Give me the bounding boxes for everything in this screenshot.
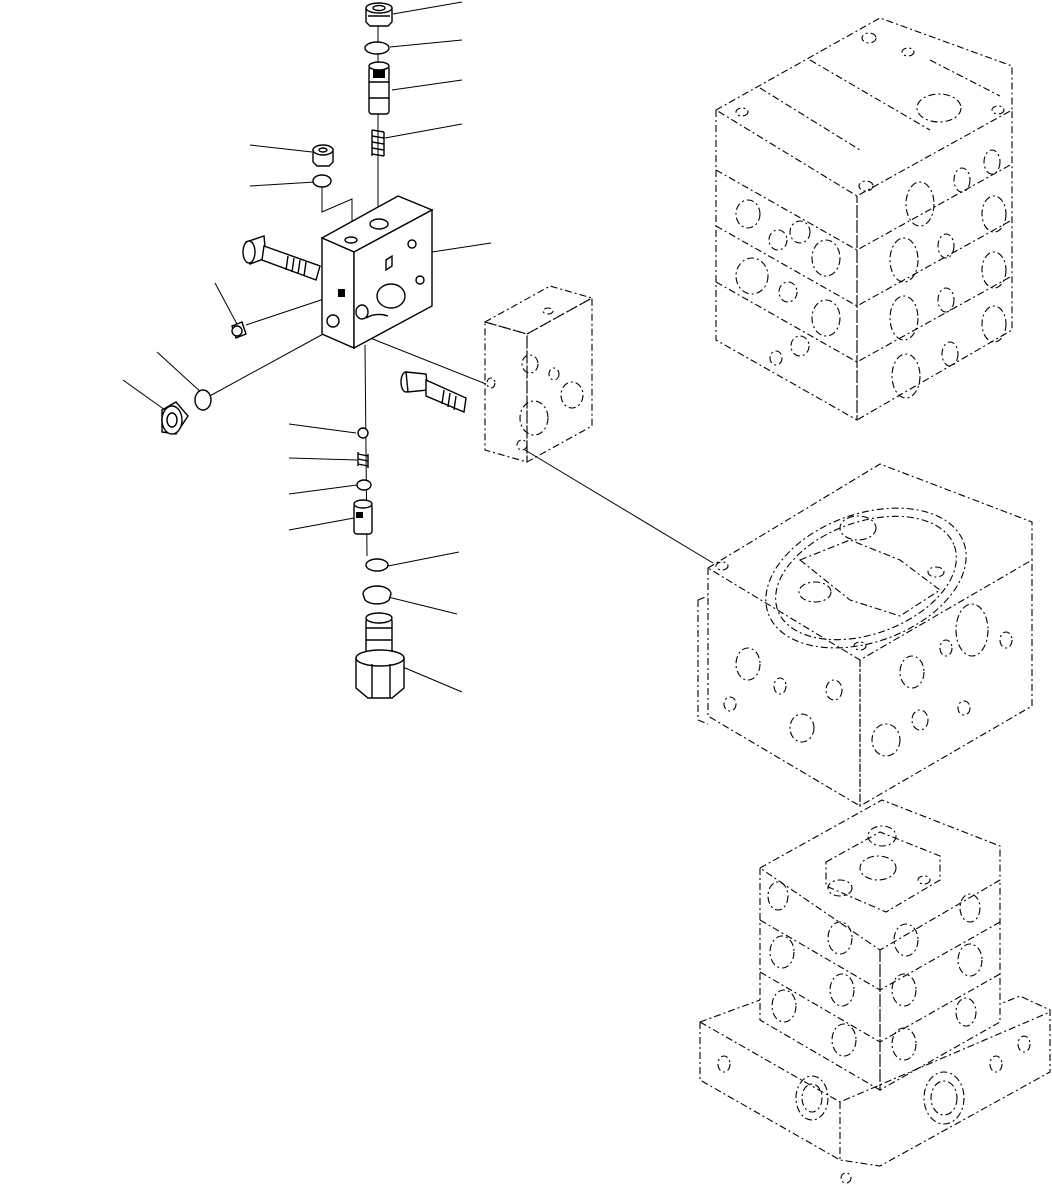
o-ring-icon — [313, 175, 331, 187]
spring-icon — [372, 130, 384, 156]
valve-block-icon — [322, 196, 432, 348]
control-valve-icon — [716, 18, 1012, 420]
spool-icon — [369, 62, 389, 114]
backup-ring-icon — [363, 586, 391, 604]
plug-icon — [366, 3, 392, 26]
o-ring-icon — [365, 42, 389, 54]
plug-icon — [162, 402, 188, 434]
control-valve-icon — [700, 800, 1050, 1183]
control-valve-icon — [698, 464, 1032, 806]
screw-icon — [232, 322, 246, 338]
relief-valve-icon — [356, 613, 404, 698]
spring-icon — [358, 452, 368, 468]
bolt-icon — [243, 236, 320, 280]
plug-icon — [313, 145, 333, 166]
bolt-icon — [401, 372, 466, 412]
o-ring-icon — [195, 390, 211, 410]
poppet-icon — [354, 500, 372, 534]
o-ring-icon — [357, 480, 371, 490]
ball-icon — [358, 428, 368, 438]
o-ring-icon — [366, 559, 388, 571]
leader-lines — [123, 2, 713, 692]
spacer-block-icon — [485, 286, 592, 462]
